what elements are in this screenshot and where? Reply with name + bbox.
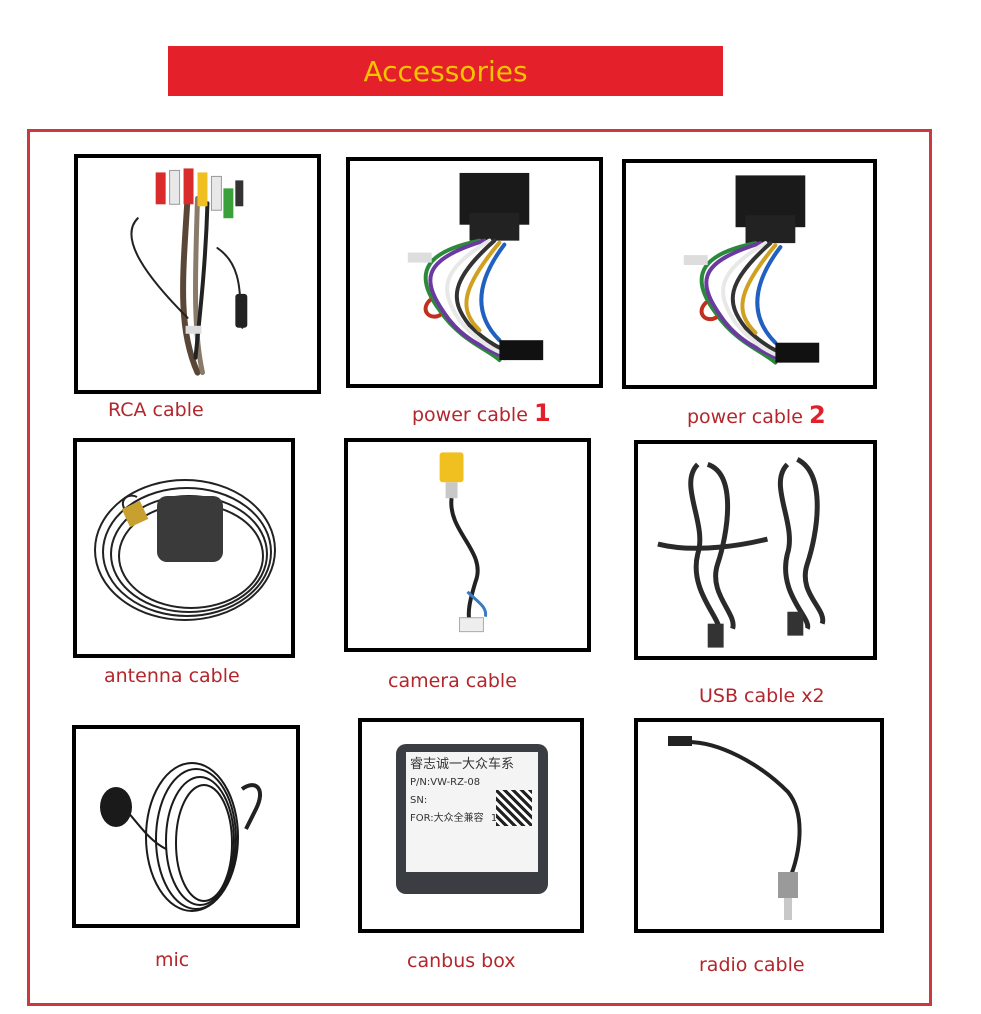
canbus-label-sticker: 睿志诚一大众车系 P/N:VW-RZ-08 SN: FOR:大众全兼容 1902… [406,752,538,872]
power-cable-number-1: 1 [533,399,551,427]
qr-code-icon [496,790,532,826]
accessories-frame [27,129,932,1006]
antenna-cable-photo [73,438,295,658]
caption-radio-cable: radio cable [699,954,805,976]
power-cable-1-photo [346,157,603,388]
caption-antenna-cable: antenna cable [104,665,240,687]
canbus-box-photo: 睿志诚一大众车系 P/N:VW-RZ-08 SN: FOR:大众全兼容 1902… [358,718,584,933]
mic-photo [72,725,300,928]
caption-camera-cable: camera cable [388,670,517,692]
caption-usb-cable: USB cable x2 [699,685,825,707]
canbus-label-line3: SN: [410,795,428,806]
caption-power-cable-2: power cable 2 [687,401,826,429]
rca-cable-photo [74,154,321,394]
canbus-label-line4: FOR:大众全兼容 [410,813,484,824]
accessories-banner: Accessories [168,46,723,96]
camera-cable-photo [344,438,591,652]
usb-cable-photo [634,440,877,660]
caption-power-cable-1: power cable 1 [412,399,551,427]
power-cable-2-photo [622,159,877,389]
power-cable-number-2: 2 [808,401,826,429]
banner-title: Accessories [363,54,528,88]
radio-cable-photo [634,718,884,933]
canbus-label-line1: 睿志诚一大众车系 [410,757,515,772]
caption-canbus-box: canbus box [407,950,516,972]
caption-rca-cable: RCA cable [108,399,204,421]
caption-mic: mic [155,949,190,971]
canbus-label-line2: P/N:VW-RZ-08 [410,777,481,788]
